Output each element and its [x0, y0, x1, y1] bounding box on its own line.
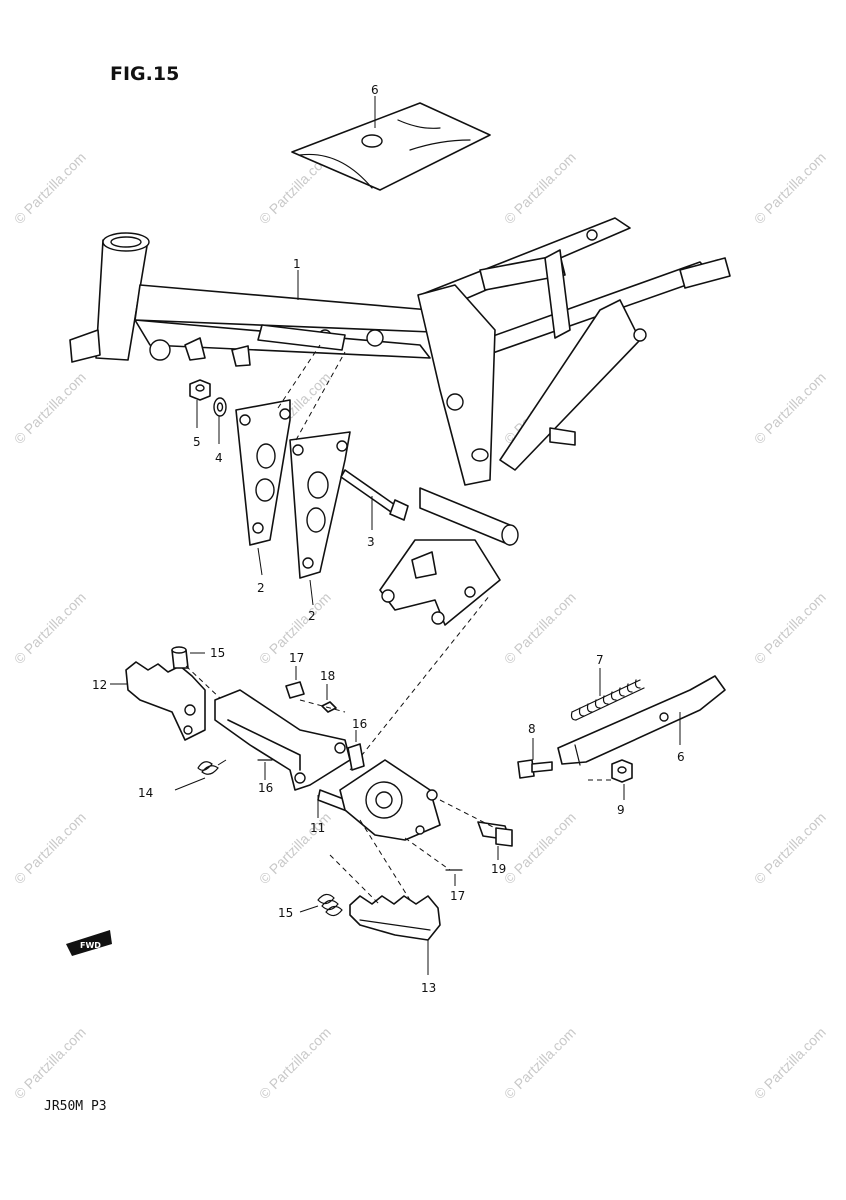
part-5-nut[interactable] — [189, 379, 211, 401]
watermark: © Partzilla.com — [11, 1024, 89, 1102]
callout-5: 5 — [193, 400, 201, 449]
callout-4: 4 — [215, 416, 223, 465]
callout-label: 4 — [215, 451, 223, 465]
callout-label: 16 — [352, 717, 367, 731]
callout-3: 3 — [367, 496, 375, 549]
callout-label: 6 — [371, 83, 379, 97]
part-19-bolt[interactable] — [477, 821, 513, 847]
callout-label: 14 — [138, 786, 153, 800]
callout-label: 16 — [258, 781, 273, 795]
callout-14a: 14 — [138, 786, 153, 800]
watermark: © Partzilla.com — [256, 1024, 334, 1102]
figure-title: FIG.15 — [110, 63, 179, 85]
callout-18: 18 — [320, 669, 335, 700]
watermark: © Partzilla.com — [751, 1024, 829, 1102]
callout-14b: 15 — [278, 906, 293, 920]
part-1-frame[interactable] — [69, 217, 731, 626]
part-4-washer[interactable] — [213, 397, 227, 417]
callout-15b: 16 — [352, 717, 367, 742]
callout-label: 19 — [491, 862, 506, 876]
part-15-pin-lower[interactable] — [347, 743, 365, 771]
callout-label: 17 — [450, 889, 465, 903]
part-7-kickstand[interactable] — [557, 675, 726, 766]
callout-label: 12 — [92, 678, 107, 692]
callout-6: 6 — [371, 83, 379, 128]
watermark: © Partzilla.com — [501, 1024, 579, 1102]
part-12-footpeg[interactable] — [125, 661, 206, 741]
callout-label: 11 — [310, 821, 325, 835]
callout-label: 17 — [289, 651, 304, 665]
callout-2b: 2 — [308, 579, 316, 623]
part-2-bracket-right[interactable] — [289, 431, 351, 579]
part-9-bolt[interactable] — [517, 759, 553, 779]
callout-label: 9 — [617, 803, 625, 817]
part-6-pad[interactable] — [291, 102, 491, 191]
watermark: © Partzilla.com — [11, 149, 89, 227]
part-10-nut[interactable] — [611, 759, 633, 783]
callout-label: 8 — [528, 722, 536, 736]
part-8-spring[interactable] — [570, 679, 645, 721]
callout-19: 19 — [491, 846, 506, 876]
watermark: © Partzilla.com — [501, 149, 579, 227]
part-15-pin[interactable] — [171, 646, 189, 669]
part-13-footpeg[interactable] — [349, 895, 441, 941]
watermark: © Partzilla.com — [751, 809, 829, 887]
part-17-bolt[interactable] — [285, 681, 305, 699]
callout-12: 12 — [92, 678, 128, 692]
watermark: © Partzilla.com — [751, 149, 829, 227]
watermark: © Partzilla.com — [11, 589, 89, 667]
model-code: JR50M P3 — [44, 1099, 107, 1114]
callout-label: 5 — [193, 435, 201, 449]
part-11-mount[interactable] — [214, 689, 441, 841]
callout-label: 15 — [278, 906, 293, 920]
callout-label: 15 — [210, 646, 225, 660]
callout-16a: 16 — [258, 762, 273, 795]
callout-15a: 15 — [190, 646, 225, 660]
callout-label: 6 — [677, 750, 685, 764]
callout-label: 7 — [596, 653, 604, 667]
watermark: © Partzilla.com — [751, 369, 829, 447]
callout-17: 17 — [289, 651, 304, 680]
callout-2a: 2 — [257, 547, 265, 595]
watermark: © Partzilla.com — [11, 369, 89, 447]
watermark: © Partzilla.com — [11, 809, 89, 887]
callout-13: 13 — [421, 940, 436, 995]
callout-8: 7 — [596, 653, 604, 696]
callout-label: 3 — [367, 535, 375, 549]
callout-1: 1 — [293, 257, 301, 300]
forward-arrow-icon: FWD — [66, 930, 112, 956]
watermark: © Partzilla.com — [501, 589, 579, 667]
callout-7: 6 — [677, 712, 685, 764]
part-3-bolt[interactable] — [340, 469, 409, 521]
part-14-spring[interactable] — [174, 759, 227, 791]
watermark: © Partzilla.com — [751, 589, 829, 667]
callout-11: 11 — [310, 795, 325, 835]
part-18-washer[interactable] — [321, 701, 337, 713]
callout-label: 2 — [257, 581, 265, 595]
watermark: © Partzilla.com — [501, 809, 579, 887]
callout-label: 2 — [308, 609, 316, 623]
callout-16b: 17 — [450, 874, 465, 903]
callout-9: 8 — [528, 722, 536, 760]
callout-label: 1 — [293, 257, 301, 271]
callout-label: 13 — [421, 981, 436, 995]
callout-label: 18 — [320, 669, 335, 683]
part-14-spring-lower[interactable] — [299, 893, 343, 917]
fwd-label: FWD — [80, 941, 101, 950]
callout-10: 9 — [617, 784, 625, 817]
part-2-bracket-left[interactable] — [235, 399, 291, 546]
